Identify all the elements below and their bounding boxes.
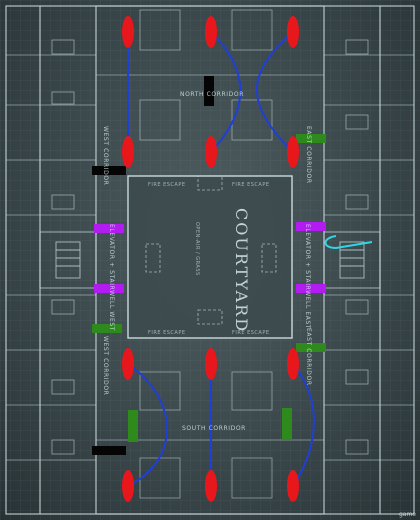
route-layer <box>127 31 315 487</box>
red-door-4[interactable] <box>122 136 134 168</box>
label-south-corridor: SOUTH CORRIDOR <box>182 425 246 432</box>
label-west-corridor-south: WEST CORRIDOR <box>102 336 109 395</box>
courtyard-details <box>145 175 277 325</box>
route-path-6 <box>292 363 315 487</box>
black-marker-3[interactable] <box>204 76 214 106</box>
cyan-route-marker <box>324 235 373 250</box>
label-fire-escape-sw: FIRE ESCAPE <box>148 330 186 336</box>
label-courtyard-sub: OPEN-AIR / GRASS <box>194 222 200 276</box>
purple-marker-1[interactable] <box>94 224 124 233</box>
label-east-corridor-north: EAST CORRIDOR <box>305 126 312 184</box>
north-block-rooms <box>96 9 324 141</box>
black-marker-1[interactable] <box>92 166 126 175</box>
purple-marker-2[interactable] <box>94 284 124 293</box>
red-door-7[interactable] <box>122 348 134 380</box>
route-path-3 <box>255 31 294 153</box>
east-wing-rooms <box>324 39 414 461</box>
route-path-2 <box>210 31 242 153</box>
red-door-3[interactable] <box>287 16 299 48</box>
red-door-2[interactable] <box>205 16 217 48</box>
black-marker-2[interactable] <box>92 446 126 455</box>
green-marker-4[interactable] <box>128 410 138 442</box>
label-fire-escape-nw: FIRE ESCAPE <box>148 182 186 188</box>
courtyard-area <box>127 175 293 339</box>
red-door-1[interactable] <box>122 16 134 48</box>
route-path-4 <box>127 363 168 487</box>
purple-marker-3[interactable] <box>296 222 326 231</box>
green-marker-2[interactable] <box>92 324 122 333</box>
watermark: game <box>398 511 416 518</box>
label-courtyard: COURTYARD <box>232 208 251 333</box>
green-marker-5[interactable] <box>282 408 292 440</box>
label-west-corridor: WEST CORRIDOR <box>102 126 109 185</box>
label-east-corridor-south: EAST CORRIDOR <box>305 328 312 386</box>
red-door-5[interactable] <box>205 136 217 168</box>
purple-marker-4[interactable] <box>296 284 326 293</box>
label-north-corridor: NORTH CORRIDOR <box>180 91 244 98</box>
red-door-12[interactable] <box>287 470 299 502</box>
red-door-10[interactable] <box>122 470 134 502</box>
marker-layer <box>92 76 373 455</box>
red-door-9[interactable] <box>287 348 299 380</box>
green-marker-1[interactable] <box>296 134 326 143</box>
label-elevator-west: ELEVATOR + STAIRWELL WEST <box>108 224 115 331</box>
door-layer <box>122 16 299 502</box>
green-marker-3[interactable] <box>296 343 326 352</box>
label-elevator-east: ELEVATOR + STAIRWELL EAST <box>304 224 311 329</box>
label-fire-escape-se: FIRE ESCAPE <box>232 330 270 336</box>
red-door-6[interactable] <box>287 136 299 168</box>
red-door-11[interactable] <box>205 470 217 502</box>
stairwells <box>39 231 381 289</box>
label-fire-escape-ne: FIRE ESCAPE <box>232 182 270 188</box>
west-wing-rooms <box>6 39 96 461</box>
red-door-8[interactable] <box>205 348 217 380</box>
